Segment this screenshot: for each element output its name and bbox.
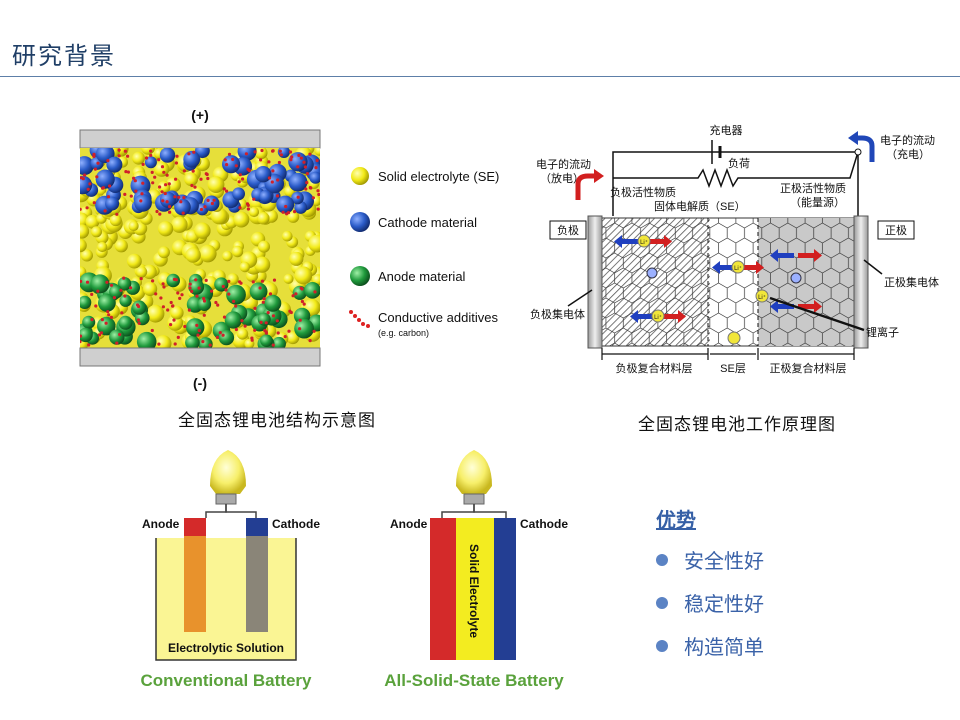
all-solid-state-battery: Anode Cathode Solid Electrolyte All-Soli… — [384, 450, 568, 690]
advantage-item: 稳定性好 — [656, 588, 764, 617]
ion-flow-arrows — [614, 235, 822, 323]
negative-layer-label: 负极复合材料层 — [616, 361, 693, 375]
solid-electrolyte-label: 固体电解质（SE） — [654, 199, 746, 213]
negative-active-label: 负极活性物质 — [610, 185, 676, 199]
advantage-item: 构造简单 — [656, 631, 764, 660]
solid-cathode-label: Cathode — [520, 517, 568, 531]
positive-layer-label: 正极复合材料层 — [770, 361, 847, 375]
bottom-current-collector — [79, 347, 321, 367]
conventional-cathode-label: Cathode — [272, 517, 320, 531]
conventional-battery-title: Conventional Battery — [141, 671, 313, 690]
solid-anode-label: Anode — [390, 517, 428, 531]
anode-rod — [184, 536, 206, 632]
load-label: 负荷 — [728, 156, 750, 170]
advantage-text: 稳定性好 — [684, 592, 764, 616]
negative-pole-label: 负极 — [557, 223, 579, 237]
conductive-legend-swatch — [349, 310, 370, 328]
positive-pole-label: 正极 — [885, 223, 907, 237]
charge-arrow-icon — [858, 135, 875, 162]
legend-cathode: Cathode material — [378, 215, 477, 230]
bullet-icon — [656, 596, 668, 609]
legend-anode: Anode material — [378, 269, 466, 284]
svg-text:Li⁺: Li⁺ — [654, 314, 662, 321]
anode-terminal — [184, 518, 206, 536]
bullet-icon — [656, 553, 668, 566]
advantage-text: 构造简单 — [684, 635, 764, 659]
solid-electrolyte-label: Solid Electrolyte — [467, 544, 481, 638]
particle-grid — [600, 218, 856, 346]
cathode-legend-swatch — [350, 212, 370, 232]
lithium-ion-label: 锂离子 — [866, 325, 899, 339]
advantage-item: 安全性好 — [656, 545, 764, 574]
particle-layer — [80, 148, 320, 348]
discharge-arrowhead-icon — [594, 169, 604, 183]
lithium-ion-markers: Li⁺ Li⁺ Li⁺ Li⁺ — [637, 234, 802, 345]
solid-electrolyte-layer — [456, 518, 494, 660]
svg-text:Li⁺: Li⁺ — [734, 265, 742, 272]
negative-collector-pointer — [567, 289, 593, 307]
discharge-arrow-icon — [575, 173, 594, 200]
negative-pole-box — [549, 220, 587, 240]
switch-node — [854, 148, 862, 156]
cathode-rod — [246, 536, 268, 632]
solid-anode — [430, 518, 456, 660]
positive-collector-label: 正极集电体 — [884, 275, 939, 289]
advantage-text: 安全性好 — [684, 549, 764, 573]
bulb-icon — [210, 450, 246, 494]
layer-dimension-lines — [601, 348, 855, 360]
bulb-base-icon — [463, 493, 485, 505]
working-principle-figure: 充电器 负荷 电子的流动 （放电） 电子的流动 （充电） 负极活性物质 固体电解… — [530, 123, 939, 375]
conventional-battery: Anode Cathode Electrolytic Solution Conv… — [141, 450, 320, 690]
battery-comparison-figure: Anode Cathode Electrolytic Solution Conv… — [141, 450, 568, 690]
svg-text:Li⁺: Li⁺ — [640, 239, 648, 246]
electron-flow-discharge: 电子的流动 — [536, 157, 591, 171]
legend-conductive: Conductive additives — [378, 310, 498, 325]
positive-collector-pointer — [863, 259, 883, 275]
page-title: 研究背景 — [12, 42, 116, 70]
positive-pole-box — [877, 220, 915, 240]
all-solid-state-title: All-Solid-State Battery — [384, 671, 564, 690]
solid-cathode — [494, 518, 516, 660]
cathode-terminal — [246, 518, 268, 536]
negative-terminal-label: (-) — [193, 375, 207, 391]
anode-legend-swatch — [350, 266, 370, 286]
title-divider — [0, 76, 960, 77]
positive-terminal-label: (+) — [191, 107, 209, 123]
battery-structure-figure: (+) (-) Solid electrolyte (SE) Cathode m… — [79, 107, 499, 391]
bulb-base-icon — [215, 493, 237, 505]
lithium-ion-pointer — [769, 296, 865, 332]
electron-flow-charge: 电子的流动 — [880, 133, 935, 147]
bullet-icon — [656, 639, 668, 652]
external-circuit — [612, 140, 859, 216]
structure-caption: 全固态锂电池结构示意图 — [178, 411, 376, 431]
positive-active-sub: （能量源） — [790, 195, 845, 209]
legend-se: Solid electrolyte (SE) — [378, 169, 499, 184]
bulb-icon — [456, 450, 492, 494]
electron-flow-charge-sub: （充电） — [886, 147, 930, 161]
svg-text:Li⁺: Li⁺ — [758, 294, 766, 301]
electrolytic-solution-label: Electrolytic Solution — [168, 641, 284, 655]
charger-label: 充电器 — [710, 123, 743, 137]
positive-active-label: 正极活性物质 — [780, 181, 846, 195]
se-layer-label: SE层 — [720, 362, 746, 375]
negative-collector-plate — [587, 215, 603, 349]
charge-arrowhead-icon — [848, 131, 858, 145]
electron-flow-discharge-sub: （放电） — [540, 171, 584, 185]
principle-caption: 全固态锂电池工作原理图 — [638, 415, 836, 435]
top-current-collector — [79, 129, 321, 149]
advantages-title: 优势 — [656, 508, 696, 532]
positive-collector-plate — [853, 215, 869, 349]
legend-conductive-note: (e.g. carbon) — [378, 328, 429, 338]
se-legend-swatch — [351, 167, 369, 185]
conventional-anode-label: Anode — [142, 517, 180, 531]
negative-collector-label: 负极集电体 — [530, 307, 585, 321]
